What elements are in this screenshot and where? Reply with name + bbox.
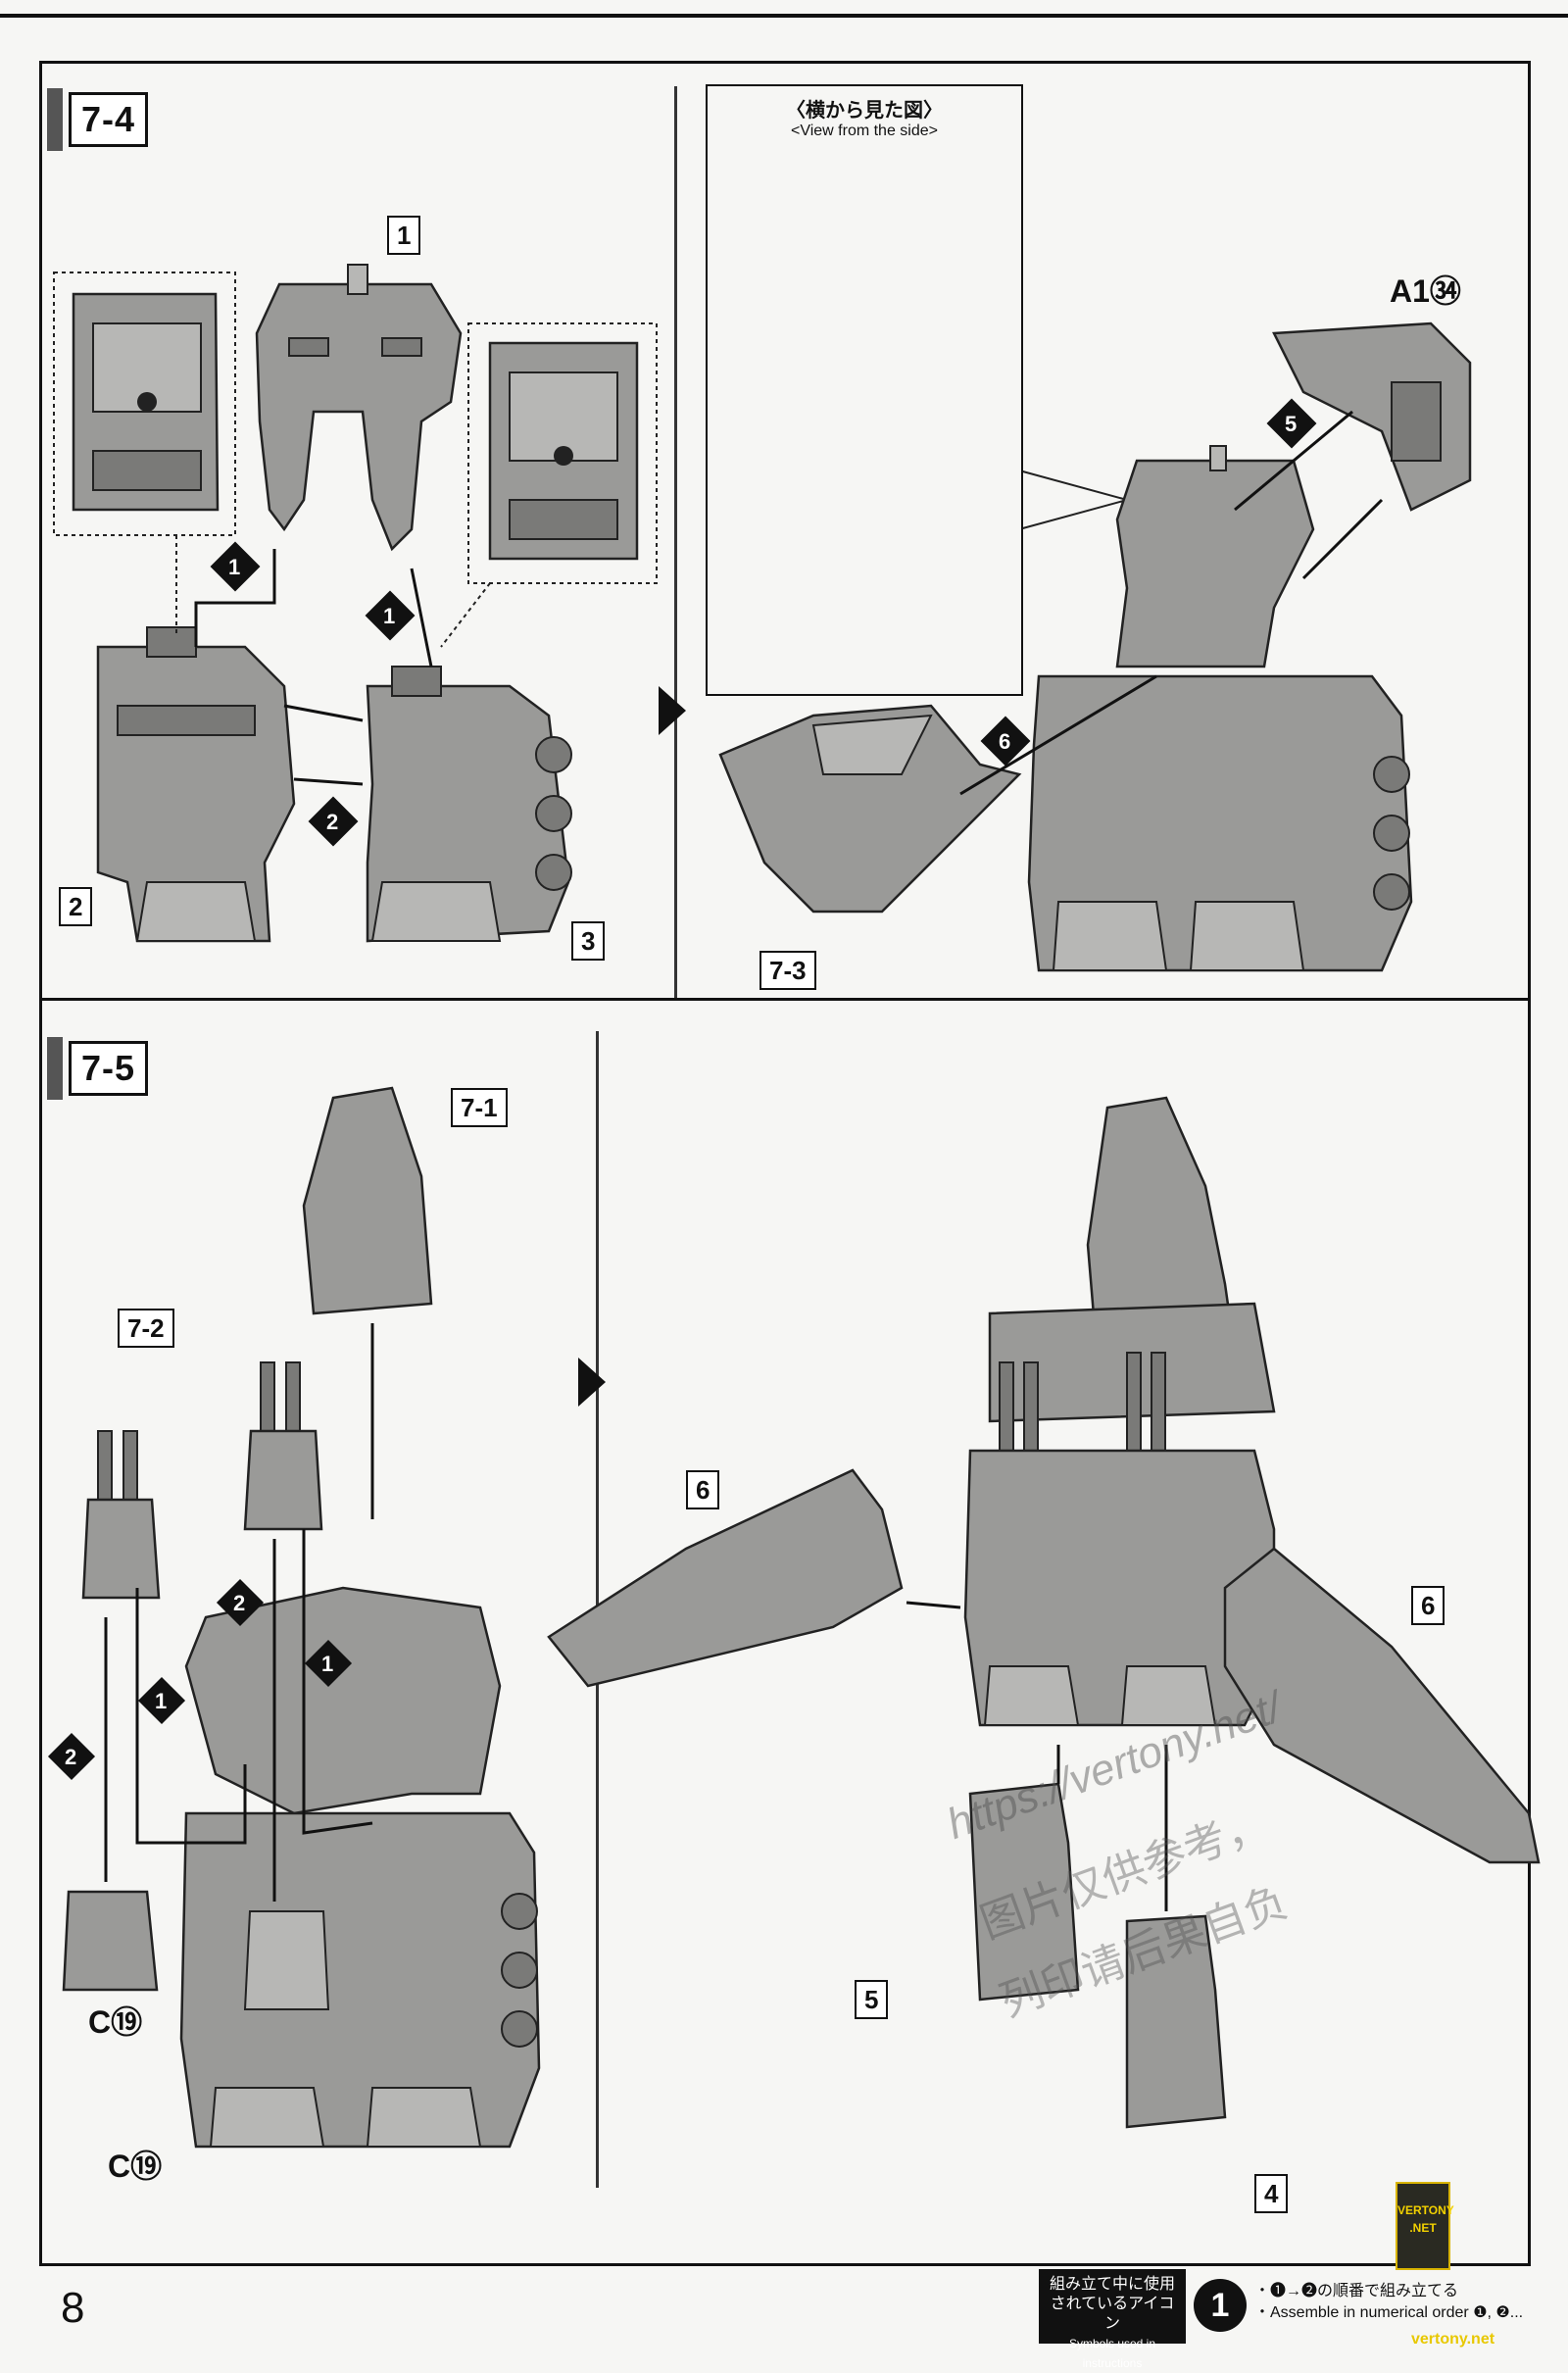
step-7-5-tab: 7-5: [47, 1037, 194, 1100]
next-arrow-7-4: [659, 686, 686, 735]
leg-part-3: [366, 666, 572, 943]
skirt-armor-6-left: [547, 1468, 904, 1688]
side-view-title-en: <View from the side>: [790, 123, 938, 139]
callout-part-6-left: 6: [686, 1470, 720, 1509]
legend-desc-jp: ・❶→❷の順番で組み立てる: [1254, 2283, 1459, 2299]
arrow-5b: [1301, 498, 1384, 580]
torso-assembly-7-5: [179, 1586, 541, 2149]
page-number: 8: [61, 2284, 85, 2332]
page-frame: [39, 61, 1531, 2266]
callout-part-7-1: 7-1: [451, 1088, 508, 1127]
svg-text:1: 1: [155, 1689, 167, 1713]
part-code-c19-bottom: C⑲: [108, 2149, 163, 2184]
footer-url: vertony.net: [1411, 2331, 1495, 2348]
svg-text:1: 1: [321, 1652, 333, 1676]
arrow-7-2-left: [135, 1588, 247, 1845]
part-code-c19-left: C⑲: [88, 2004, 143, 2040]
arrow-1b: [410, 568, 433, 667]
order-mark-2: 2: [308, 796, 359, 847]
part-7-2-left: [81, 1430, 161, 1600]
callout-part-7-3: 7-3: [760, 951, 816, 990]
torso-part-1: [255, 264, 463, 552]
order-mark-1-left: 1: [210, 541, 261, 592]
legend-title-jp-1: 組み立て中に使用: [1049, 2276, 1175, 2293]
callout-part-6-right: 6: [1411, 1586, 1446, 1625]
legend-title-en: Symbols used in instructions: [1068, 2337, 1156, 2370]
step-7-4-divider: [674, 86, 677, 998]
leg-part-2: [96, 626, 296, 943]
legend-title-jp-2: されているアイコン: [1050, 2296, 1175, 2332]
svg-text:6: 6: [999, 729, 1010, 754]
arrow-6-left: [906, 1601, 961, 1609]
part-7-1: [302, 1086, 433, 1315]
legend-desc-en: ・Assemble in numerical order ❶, ❷...: [1254, 2304, 1524, 2321]
callout-part-4: 4: [1254, 2174, 1289, 2213]
side-view-inset: 〈横から見た図〉 <View from the side>: [706, 84, 1023, 696]
svg-text:1: 1: [383, 604, 395, 628]
part-code-a1-34: A1㉞: [1390, 273, 1461, 309]
part-a1-34: [1272, 321, 1472, 512]
order-mark-6: 6: [980, 716, 1031, 766]
legend-description: ・❶→❷の順番で組み立てる ・Assemble in numerical ord…: [1254, 2269, 1523, 2344]
callout-part-3: 3: [571, 921, 606, 961]
callout-part-7-2: 7-2: [118, 1309, 174, 1348]
part-7-3: [718, 704, 1022, 914]
step-7-4-tab: 7-4: [47, 88, 194, 151]
section-divider: [39, 998, 1531, 1001]
skirt-armor-6-right: [1223, 1547, 1541, 1864]
legend-title: 組み立て中に使用 されているアイコン Symbols used in instr…: [1039, 2269, 1186, 2370]
combined-legs-figure: [1027, 445, 1413, 972]
svg-text:2: 2: [233, 1591, 245, 1615]
step-7-4-label: 7-4: [69, 92, 149, 147]
next-arrow-7-5: [578, 1358, 606, 1407]
order-mark-5: 5: [1266, 398, 1317, 449]
svg-text:5: 5: [1285, 412, 1297, 436]
svg-text:2: 2: [65, 1745, 76, 1769]
step-7-5-label: 7-5: [69, 1041, 149, 1096]
order-number-icon: 1: [1194, 2279, 1247, 2332]
arrow-1a: [194, 549, 276, 647]
detail-box-right: [467, 322, 658, 584]
order-mark-1-75a: 1: [137, 1676, 186, 1725]
callout-part-2: 2: [59, 887, 93, 926]
arrow-join-bottom: [293, 777, 364, 786]
order-mark-1-right: 1: [365, 590, 416, 641]
arrow-join-top: [283, 704, 364, 722]
top-rule: [0, 14, 1568, 18]
badge-line-2: .NET: [1409, 2221, 1437, 2235]
vertony-badge: VERTONY .NET: [1396, 2182, 1454, 2270]
callout-part-1: 1: [387, 216, 421, 255]
arrow-6: [959, 674, 1157, 796]
arrow-5: [1234, 410, 1353, 512]
part-4: [1125, 1914, 1227, 2129]
side-view-title-jp: 〈横から見た図〉: [786, 100, 943, 122]
part-7-2-right: [243, 1361, 323, 1531]
part-5: [968, 1782, 1080, 2002]
callout-part-5: 5: [855, 1980, 889, 2019]
badge-line-1: VERTONY: [1397, 2203, 1454, 2217]
order-mark-2-75a: 2: [47, 1732, 96, 1781]
part-c19-left: [62, 1890, 159, 1992]
svg-text:2: 2: [326, 810, 338, 834]
completed-figure: [963, 1096, 1276, 1727]
arrow-7-2-join: [302, 1529, 373, 1835]
detail-box-left: [53, 272, 236, 536]
svg-text:1: 1: [228, 555, 240, 579]
